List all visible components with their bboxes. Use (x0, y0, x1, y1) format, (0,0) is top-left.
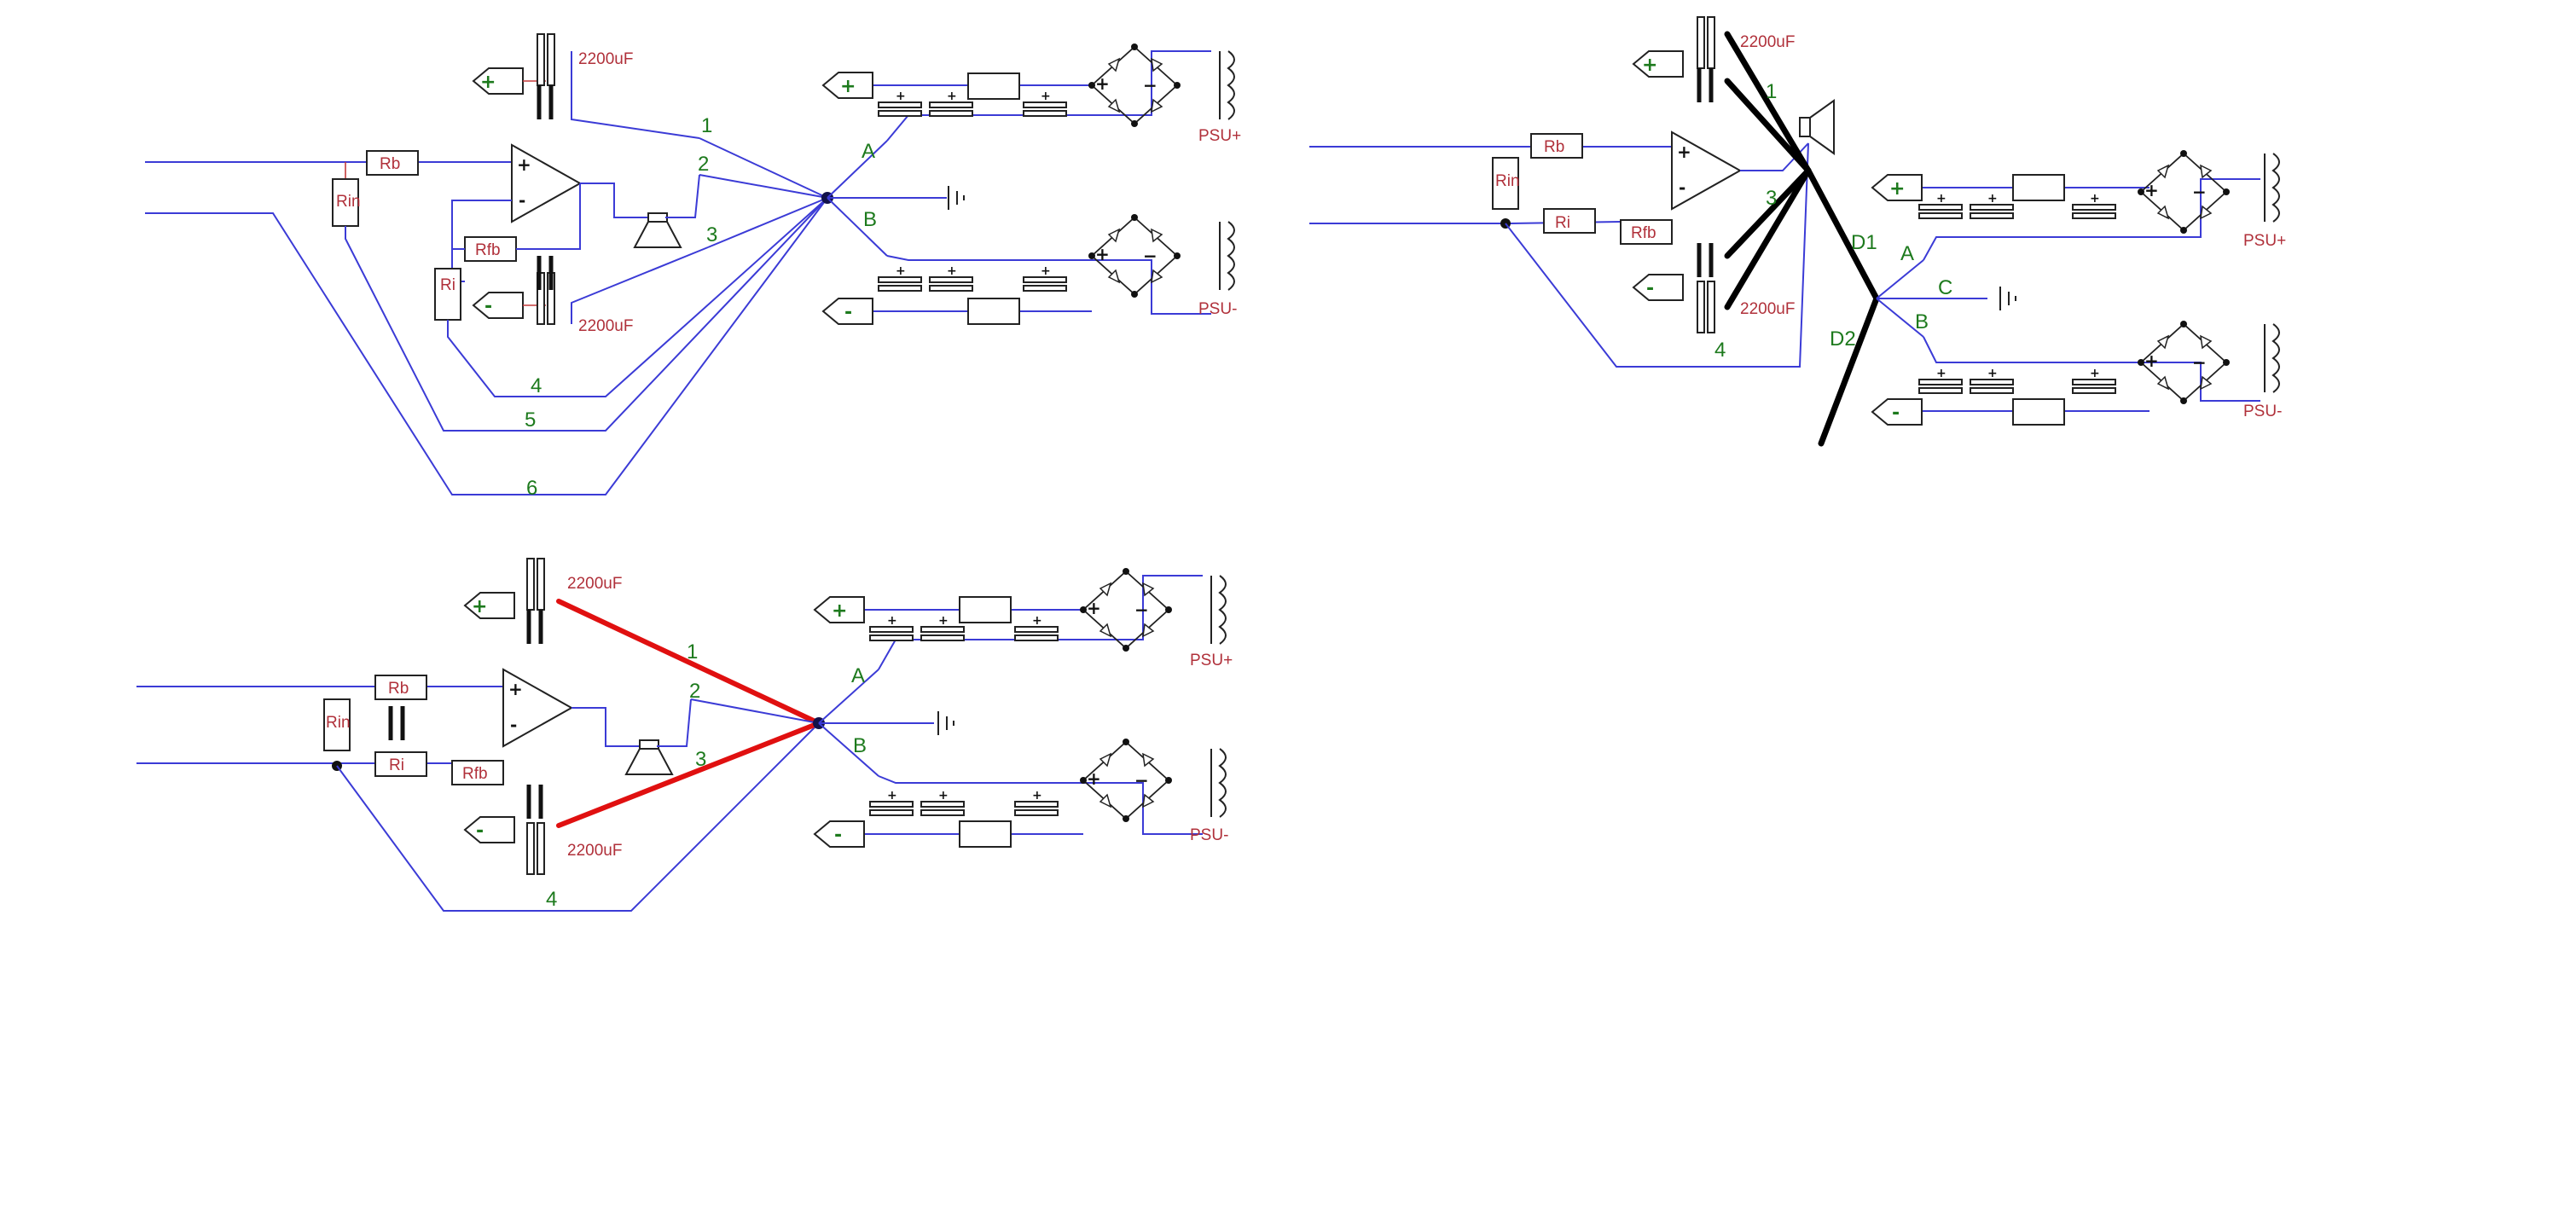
opamp3-minus-rail: - (476, 820, 484, 842)
psu1-plus-term: + (840, 76, 856, 97)
rin-label: Rin (336, 193, 361, 211)
circuit-2-modified: Rb Rin Ri Rfb + - 2200uF 2200uF (1309, 16, 2286, 447)
ri-label: Ri (440, 276, 455, 294)
circuit-3-red-highlight: Rb Rin Ri Rfb + - 2200uF 2200uF (136, 558, 1233, 912)
node2-a: A (1900, 242, 1914, 265)
red-highlight-lines (556, 599, 821, 828)
circuit-1-six-wire-star: Rb Rin Rfb Ri + - 2200uF 2200uF (145, 33, 1241, 500)
rb3-label: Rb (388, 680, 409, 698)
black-overlay-lines (1724, 31, 1880, 447)
node3-b: B (853, 734, 867, 757)
node-d1: D1 (1851, 231, 1877, 254)
cap2-top-value: 2200uF (1740, 33, 1795, 51)
rb-label: Rb (380, 155, 400, 173)
node-3: 3 (706, 223, 717, 246)
psu2-pos-label: PSU+ (2243, 232, 2286, 250)
rfb-label: Rfb (475, 241, 501, 259)
opamp-minus-rail: - (484, 296, 492, 317)
psu1-pos-label: PSU+ (1198, 127, 1241, 145)
psu2-plus-term: + (1889, 178, 1905, 200)
cap3-bottom-value: 2200uF (567, 842, 622, 860)
psu1-minus-term: - (844, 302, 852, 323)
ri2-label: Ri (1555, 214, 1570, 232)
opamp2-minus-rail: - (1646, 278, 1654, 299)
cap-top-value: 2200uF (578, 50, 633, 68)
node-b: B (863, 208, 877, 231)
rb2-label: Rb (1544, 138, 1564, 156)
psu3-plus-term: + (832, 600, 847, 622)
node-4: 4 (531, 374, 542, 397)
opamp2-plus-rail: + (1642, 55, 1657, 76)
node2-b: B (1915, 310, 1929, 333)
psu3-minus-term: - (834, 825, 842, 846)
node-1: 1 (701, 114, 712, 137)
node2-4: 4 (1714, 339, 1726, 362)
psu1-neg-label: PSU- (1198, 300, 1237, 318)
node-5: 5 (525, 408, 536, 432)
node2-3: 3 (1766, 187, 1777, 210)
cap2-bottom-value: 2200uF (1740, 300, 1795, 318)
opamp3-plus-rail: + (472, 596, 487, 617)
psu2-minus-term: - (1892, 403, 1900, 424)
node-2: 2 (698, 153, 709, 176)
rin3-label: Rin (326, 714, 351, 732)
rfb3-label: Rfb (462, 765, 488, 783)
rfb2-label: Rfb (1631, 224, 1656, 242)
node2-1: 1 (1766, 80, 1777, 103)
psu2-neg-label: PSU- (2243, 403, 2282, 420)
node3-2: 2 (689, 680, 700, 703)
cap3-top-value: 2200uF (567, 575, 622, 593)
node-d2: D2 (1830, 327, 1856, 351)
rin2-label: Rin (1495, 172, 1520, 190)
node3-1: 1 (687, 640, 698, 663)
node3-4: 4 (546, 888, 557, 911)
psu3-neg-label: PSU- (1190, 826, 1228, 844)
node-a: A (862, 140, 875, 163)
psu3-pos-label: PSU+ (1190, 652, 1233, 669)
node-6: 6 (526, 477, 537, 500)
node3-a: A (851, 664, 865, 687)
cap-bottom-value: 2200uF (578, 317, 633, 335)
ri3-label: Ri (389, 756, 404, 774)
opamp-plus-rail: + (480, 72, 496, 93)
node3-3: 3 (695, 748, 706, 771)
node-c: C (1938, 276, 1952, 299)
